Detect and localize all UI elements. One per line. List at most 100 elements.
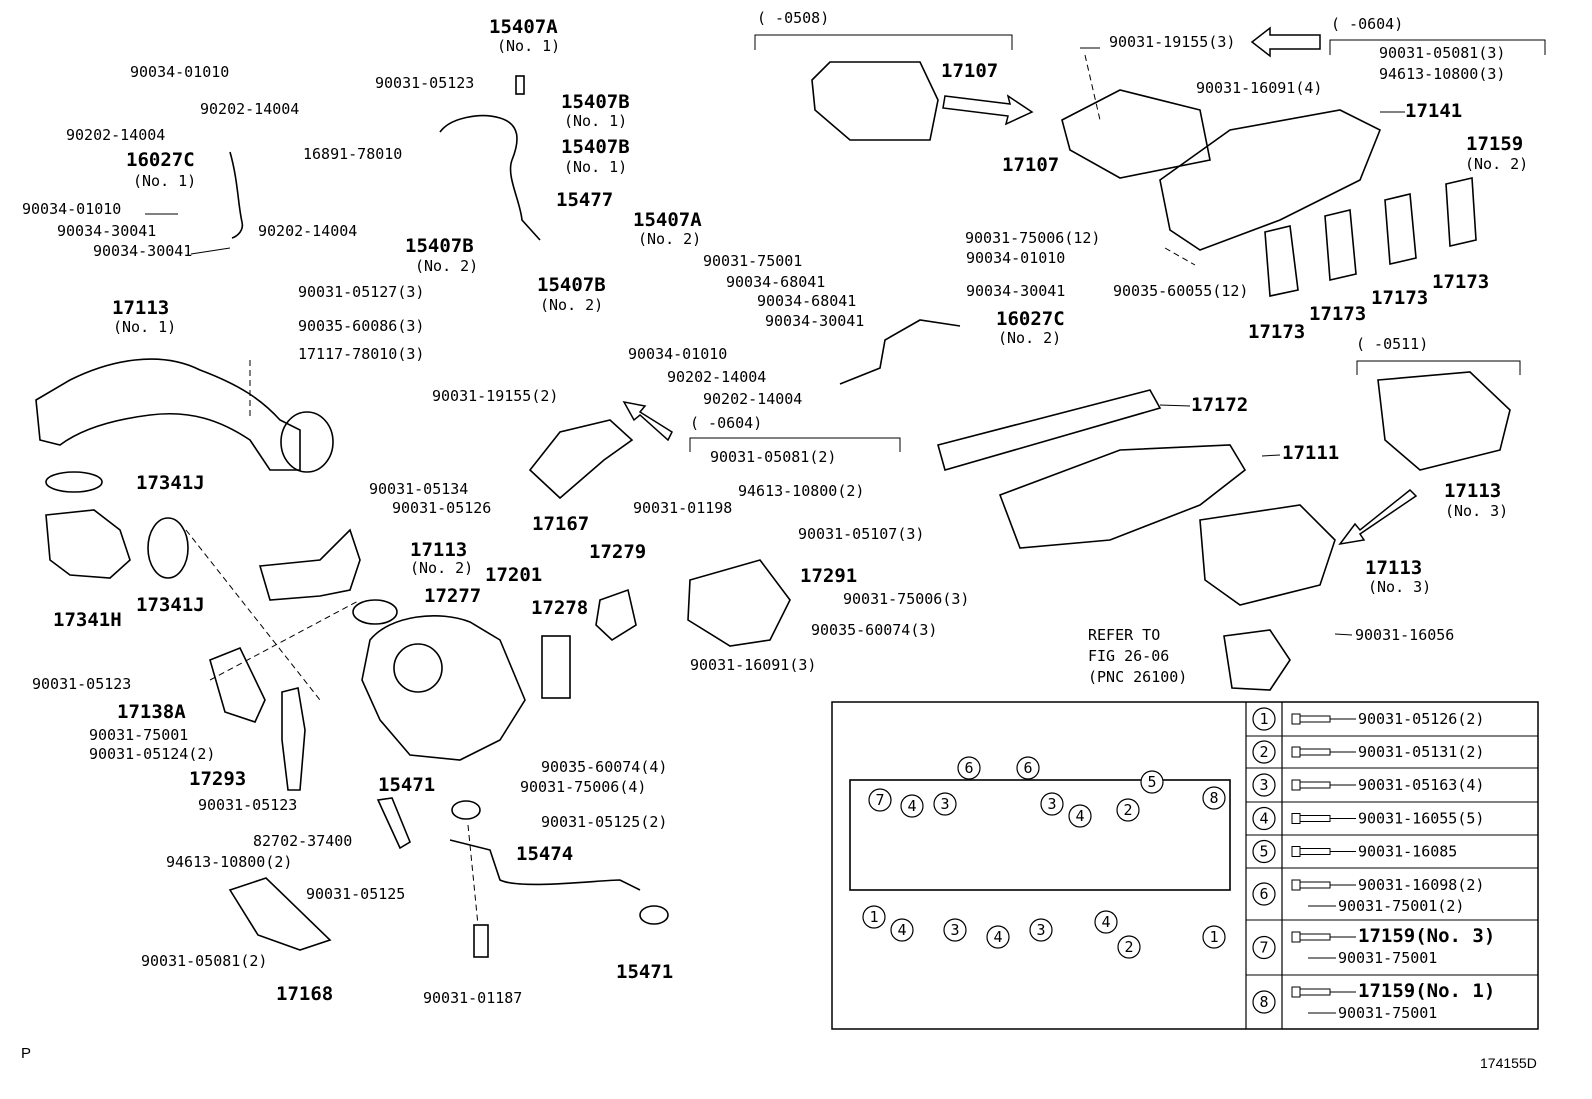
part-label-p-15407B-a-sub: (No. 1): [564, 112, 627, 130]
inset-callout-number: 6: [1023, 759, 1032, 777]
turbo-compressor-inlet: [393, 643, 443, 693]
part-label-p-90031-05123-c: 90031-05123: [198, 796, 297, 814]
part-label-p-15407B-a: 15407B: [561, 91, 630, 113]
legend-number: 6: [1259, 885, 1268, 903]
stay-17138a: [209, 646, 266, 723]
part-label-p-17113-2-sub: (No. 2): [410, 559, 473, 577]
part-label-p-90034-30041-d: 90034-30041: [966, 282, 1065, 300]
legend-part-number: 17159(No. 3): [1358, 925, 1495, 947]
inset-callout-number: 4: [993, 928, 1002, 946]
part-label-p-90031-05107: 90031-05107(3): [798, 525, 924, 543]
oil-pipe-15474: [449, 839, 641, 891]
part-label-p-17168: 17168: [276, 983, 333, 1005]
inset-callout-number: 4: [897, 921, 906, 939]
inset-callout-circle: [933, 792, 957, 816]
part-label-p-90035-60086: 90035-60086(3): [298, 317, 424, 335]
part-label-p-17341H: 17341H: [53, 609, 122, 631]
oil-pipe-16027c-no2: [839, 319, 961, 385]
part-label-p-90202-14004-d: 90202-14004: [667, 368, 766, 386]
heat-insulator-17107-b: [1061, 89, 1211, 179]
gasket-17277: [352, 599, 398, 625]
part-label-p-17113-3-a-sub: (No. 3): [1445, 502, 1508, 520]
legend-part-number: 90031-05131(2): [1358, 743, 1484, 761]
legend-part-number: 90031-16098(2): [1358, 876, 1484, 894]
insulator-17168: [228, 877, 332, 951]
part-label-p-15474: 15474: [516, 843, 573, 865]
legend-number: 3: [1259, 776, 1268, 794]
part-label-p-90031-75001-a: 90031-75001: [89, 726, 188, 744]
bolt-icon: [1291, 986, 1331, 998]
legend-number: 1: [1259, 710, 1268, 728]
part-label-p-90031-16091-a: 90031-16091(3): [690, 656, 816, 674]
bracket-82702: [376, 797, 412, 850]
heat-insulator-17167: [528, 419, 634, 500]
part-labels: 90034-0101090202-1400490202-1400416027C(…: [22, 9, 1528, 1007]
inset-callout-circle: [868, 788, 892, 812]
part-label-p-90031-05127: 90031-05127(3): [298, 283, 424, 301]
legend-number-circle: [1252, 773, 1276, 797]
part-label-p-90031-75006-b: 90031-75006(3): [843, 590, 969, 608]
part-label-p-15471-b: 15471: [616, 961, 673, 983]
part-label-p-17107-b: 17107: [1002, 154, 1059, 176]
part-label-p-range-0508: ( -0508): [757, 9, 829, 27]
inset-callout-number: 5: [1147, 773, 1156, 791]
throttle-17113-no3-a: [1377, 371, 1511, 471]
exhaust-manifold-17141: [1159, 109, 1382, 251]
air-hose-17113-no1: [35, 358, 301, 471]
part-label-p-15407A-b: 15407A: [633, 209, 702, 231]
inset-callout-circle: [1202, 925, 1226, 949]
legend-part-number: 90031-75001: [1338, 949, 1437, 967]
inset-callout-number: 4: [1101, 913, 1110, 931]
gasket-17173-a: [1264, 225, 1299, 297]
legend-number: 4: [1259, 810, 1268, 828]
inset-callout-circle: [1068, 804, 1092, 828]
part-label-p-90202-14004-b: 90202-14004: [66, 126, 165, 144]
part-label-p-range-0604-a: ( -0604): [690, 414, 762, 432]
stud-90031-01187: [473, 924, 489, 958]
part-label-p-17111: 17111: [1282, 442, 1339, 464]
part-label-p-90031-16091-b: 90031-16091(4): [1196, 79, 1322, 97]
legend-number-circle: [1252, 990, 1276, 1014]
legend-number-circle: [1252, 707, 1276, 731]
part-label-p-17113-2: 17113: [410, 539, 467, 561]
part-label-p-15407A-b-sub: (No. 2): [638, 230, 701, 248]
part-label-p-17141: 17141: [1405, 100, 1462, 122]
inset-callout-number: 7: [875, 791, 884, 809]
part-label-p-90031-05125-a: 90031-05125: [306, 885, 405, 903]
bolt-icon: [1291, 746, 1331, 758]
part-label-p-16891-78010: 16891-78010: [303, 145, 402, 163]
part-label-p-17172: 17172: [1191, 394, 1248, 416]
legend-number-circle: [1252, 839, 1276, 864]
hollow-arrows: [622, 26, 1418, 546]
hose-17341h: [45, 509, 131, 579]
elbow-17291: [687, 559, 791, 647]
part-label-p-16027C-2: 16027C: [996, 308, 1065, 330]
part-label-p-15407A-top-sub: (No. 1): [497, 37, 560, 55]
part-label-p-90034-01010-c: 90034-01010: [628, 345, 727, 363]
part-label-p-90031-01187: 90031-01187: [423, 989, 522, 1007]
part-label-p-15407B-b: 15407B: [561, 136, 630, 158]
legend-number-circle: [1252, 806, 1276, 831]
part-label-p-90031-75006-a: 90031-75006(4): [520, 778, 646, 796]
intake-manifold-17111: [998, 444, 1247, 549]
throttle-17113-no3-b: [1199, 504, 1336, 606]
part-label-p-90202-14004-c: 90202-14004: [258, 222, 357, 240]
part-label-p-15407B-b-sub: (No. 1): [564, 158, 627, 176]
legend-number-circle: [1252, 882, 1276, 906]
air-hose-outlet: [280, 411, 334, 473]
legend-part-number: 90031-75001(2): [1338, 897, 1464, 915]
part-label-p-16027C-2-sub: (No. 2): [998, 329, 1061, 347]
legend-number: 8: [1259, 993, 1268, 1011]
gasket-17279: [595, 588, 637, 642]
legend-number: 7: [1259, 939, 1268, 957]
inset-callout-number: 2: [1124, 938, 1133, 956]
legend-part-number: 90031-05163(4): [1358, 776, 1484, 794]
leader-lines: [145, 47, 1405, 636]
part-label-p-17291: 17291: [800, 565, 857, 587]
gasket-17278: [541, 635, 571, 699]
inset-callout-circle: [1140, 770, 1164, 794]
part-label-p-90031-05081-c: 90031-05081(3): [1379, 44, 1505, 62]
inset-callout-number: 6: [964, 759, 973, 777]
part-label-p-17113-3-b: 17113: [1365, 557, 1422, 579]
part-label-p-17279: 17279: [589, 541, 646, 563]
